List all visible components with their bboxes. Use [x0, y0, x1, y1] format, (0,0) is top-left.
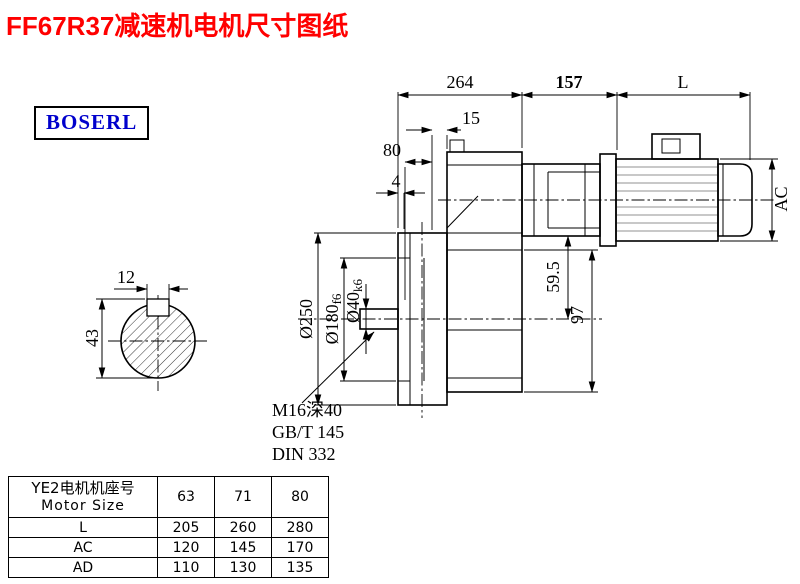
dim-label-264: 264 [447, 72, 474, 92]
table-cell: 110 [157, 557, 215, 578]
frame-size-cell: 63 [157, 476, 215, 518]
tap-note-line3: DIN 332 [272, 444, 336, 464]
table-row-AD: AD 110 130 135 [8, 557, 329, 578]
row-label-cell: AC [8, 537, 158, 558]
fan-cover [717, 163, 753, 237]
row-label-cell: L [8, 517, 158, 538]
dimension-lines [314, 91, 778, 406]
table-cell: 170 [271, 537, 329, 558]
gear-housing [446, 151, 523, 393]
frame-size-cell: 80 [271, 476, 329, 518]
keyway [146, 298, 170, 317]
table-header-row: YE2电机机座号 Motor Size 63 71 80 [8, 476, 329, 518]
table-header-cell: YE2电机机座号 Motor Size [8, 476, 158, 518]
shaft-section-view: 43 12 [82, 267, 208, 391]
dim-label-4: 4 [392, 171, 401, 191]
dim-label-43: 43 [82, 329, 102, 347]
dim-label-L: L [678, 72, 689, 92]
terminal-box [651, 133, 701, 160]
centerlines [298, 199, 776, 418]
motor-size-table: YE2电机机座号 Motor Size 63 71 80 L 205 260 2… [8, 476, 329, 578]
frame-size-cell: 71 [214, 476, 272, 518]
motor-view [521, 133, 753, 247]
tap-note-line2: GB/T 145 [272, 422, 344, 442]
table-cell: 205 [157, 517, 215, 538]
dim-label-12: 12 [117, 267, 135, 287]
table-cell: 120 [157, 537, 215, 558]
dim-label-157: 157 [556, 72, 583, 92]
table-cell: 130 [214, 557, 272, 578]
brand-logo: BOSERL [34, 106, 150, 140]
table-cell: 280 [271, 517, 329, 538]
table-cell: 135 [271, 557, 329, 578]
vent-plug [449, 139, 465, 153]
dim-label-97: 97 [567, 306, 587, 324]
dimension-labels: 264 157 L 15 80 4 Ø250 Ø180f6 Ø40k6 59.5… [296, 72, 791, 344]
dim-label-80: 80 [383, 140, 401, 160]
page-title: FF67R37减速机电机尺寸图纸 [6, 11, 349, 41]
table-cell: 260 [214, 517, 272, 538]
dim-label-59-5: 59.5 [543, 261, 563, 293]
row-label-cell: AD [8, 557, 158, 578]
table-row-L: L 205 260 280 [8, 517, 329, 538]
table-cell: 145 [214, 537, 272, 558]
tap-note-line1: M16深40 [272, 400, 342, 420]
dim-label-dia180: Ø180f6 [322, 293, 344, 344]
thread-note: M16深40 GB/T 145 DIN 332 [272, 331, 375, 464]
gearbox-side-view [359, 139, 523, 406]
table-row-AC: AC 120 145 170 [8, 537, 329, 558]
dim-label-dia40: Ø40k6 [343, 279, 365, 324]
dim-label-dia250: Ø250 [296, 299, 316, 339]
table-header-en: Motor Size [41, 497, 125, 514]
table-header-cn: YE2电机机座号 [31, 478, 135, 497]
dim-label-15: 15 [462, 108, 480, 128]
dim-label-AC: AC [771, 186, 791, 211]
